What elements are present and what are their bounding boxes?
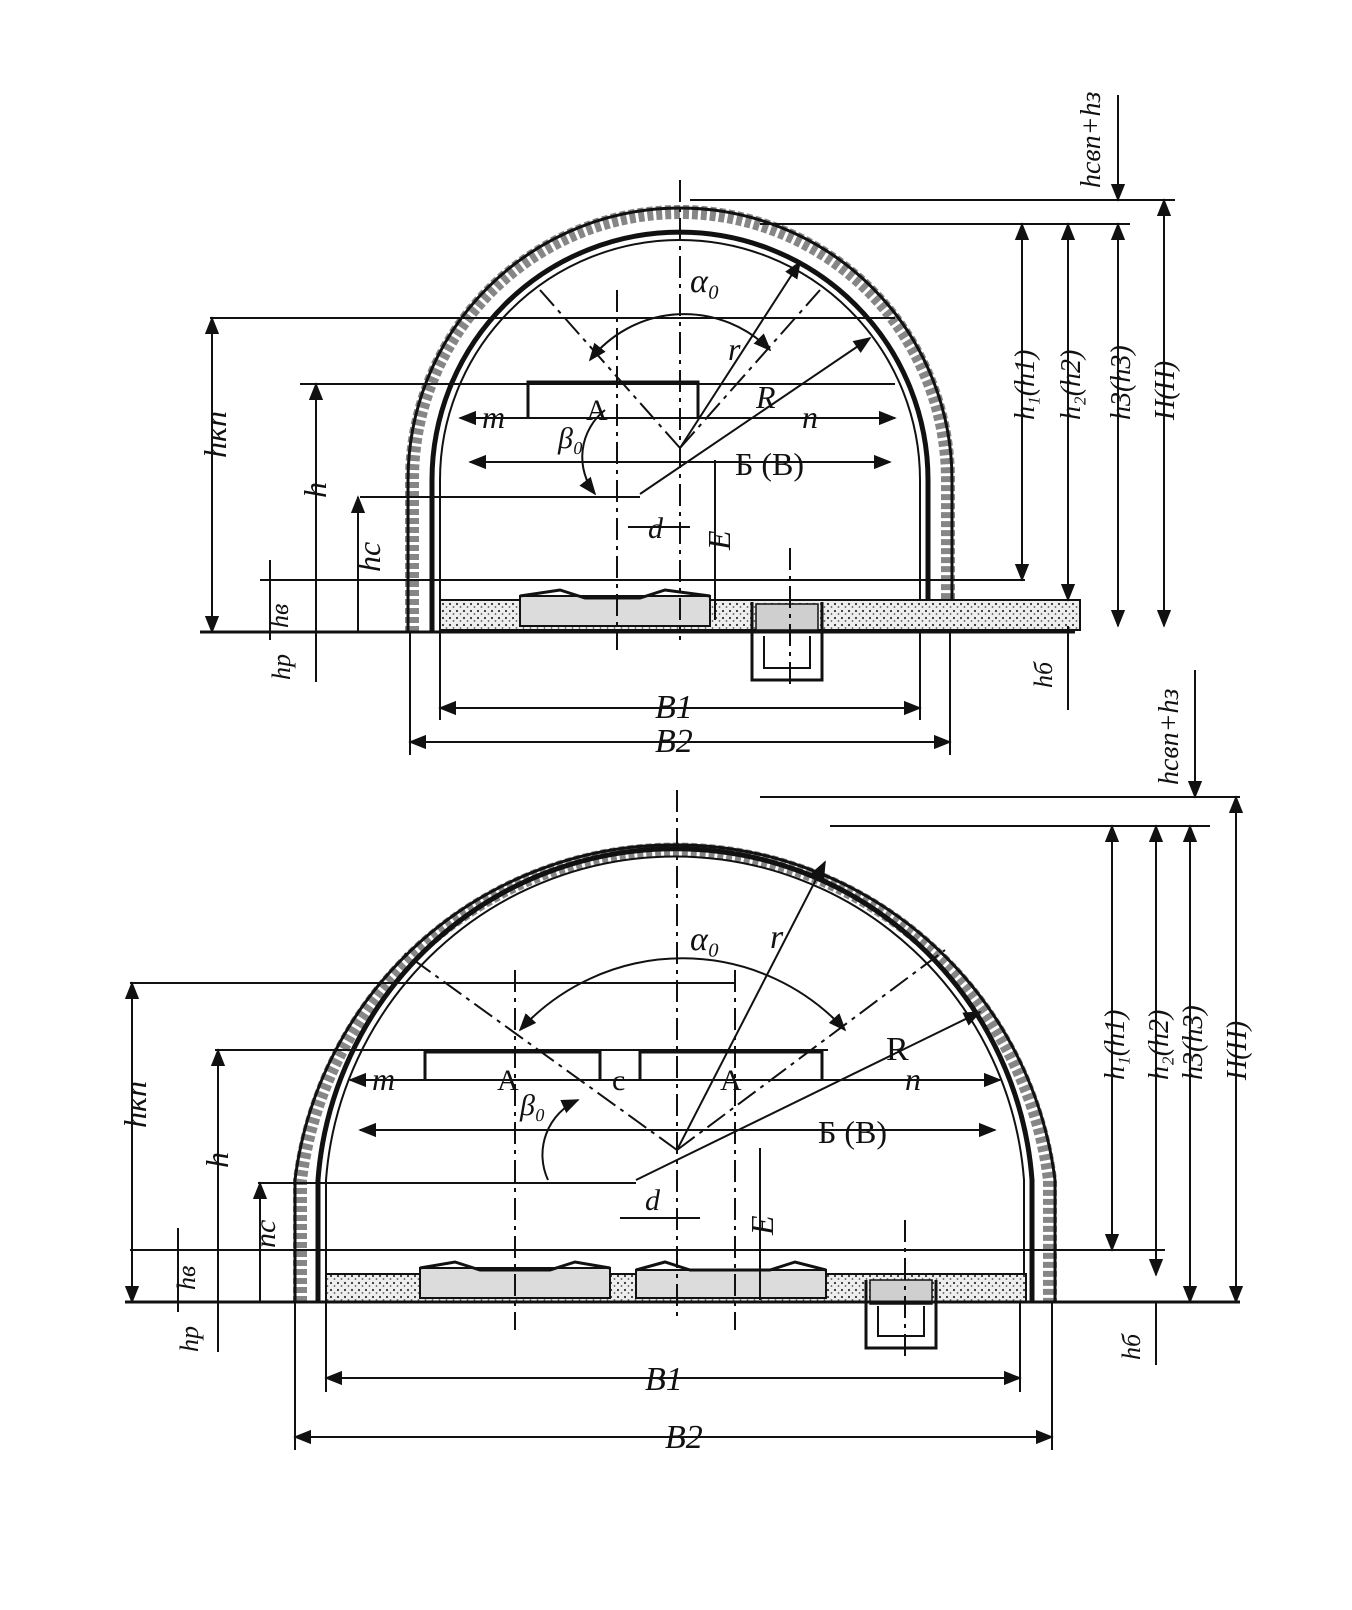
top-n-label: n xyxy=(802,399,818,435)
bottom-A1-label: A xyxy=(497,1064,519,1097)
bottom-B-label: Б (B) xyxy=(818,1114,887,1150)
top-B2-label: B2 xyxy=(655,723,693,760)
top-drain-outer xyxy=(750,602,824,682)
bottom-m-label: m xyxy=(372,1061,395,1097)
bottom-h2-label: h₂(h2) xyxy=(1144,1010,1175,1080)
top-rail-profile xyxy=(519,588,711,600)
bottom-rail-profile-1 xyxy=(419,1260,611,1272)
top-alpha-arc xyxy=(588,313,772,362)
top-drain-cover xyxy=(755,603,819,631)
bottom-r-label: r xyxy=(770,919,784,956)
top-drain-inner xyxy=(763,636,811,669)
bottom-d-label: d xyxy=(645,1184,661,1217)
top-hb-label: hб xyxy=(1029,661,1058,688)
bottom-h1-label: h₁(h1) xyxy=(1100,1010,1131,1080)
bottom-vehicle-outline-2 xyxy=(638,1050,824,1080)
top-h-label: h xyxy=(297,482,333,498)
bottom-beta-label: β₀ xyxy=(519,1089,545,1122)
top-hc-label: hc xyxy=(351,542,387,572)
bottom-A2-label: A xyxy=(720,1064,742,1097)
bottom-h-label: h xyxy=(199,1152,235,1168)
bottom-E-label: E xyxy=(744,1215,780,1236)
top-hr-label: hр xyxy=(267,654,296,680)
top-m-label: m xyxy=(482,399,505,435)
bottom-inner-arch xyxy=(315,846,1035,1302)
top-inner-arch-2 xyxy=(439,239,921,632)
bottom-inner-arch-2 xyxy=(325,855,1025,1302)
top-beta-label: β₀ xyxy=(557,422,583,455)
bottom-radius-R xyxy=(635,1011,982,1181)
top-d-label: d xyxy=(648,512,664,545)
bottom-alpha-label: α₀ xyxy=(690,921,720,958)
top-alpha-label: α₀ xyxy=(690,263,720,300)
bottom-hkp-label: hкп xyxy=(117,1081,153,1128)
top-angle-ray-left xyxy=(539,289,681,449)
bottom-B2-label: B2 xyxy=(665,1419,703,1456)
top-hv-label: hв xyxy=(265,604,294,628)
bottom-drain-cover xyxy=(869,1279,933,1305)
top-E-label: E xyxy=(701,530,737,551)
bottom-H-label: H(H) xyxy=(1222,1021,1253,1081)
bottom-hv-label: hв xyxy=(172,1266,201,1290)
bottom-nc-label: nc xyxy=(249,1220,282,1248)
top-A-label: A xyxy=(586,394,608,427)
bottom-hb-label: hб xyxy=(1117,1333,1146,1360)
top-track-sleeper xyxy=(519,595,711,627)
top-H-label: H(H) xyxy=(1150,361,1181,421)
bottom-hr-label: hр xyxy=(175,1326,204,1352)
top-B1-label: B1 xyxy=(655,689,693,726)
bottom-alpha-arc xyxy=(518,957,847,1032)
top-vehicle-outline xyxy=(526,380,700,418)
bottom-n-label: n xyxy=(905,1061,921,1097)
bottom-radius-r xyxy=(676,860,826,1151)
bottom-track-sleeper-2 xyxy=(635,1269,827,1299)
bottom-h3-label: h3(h3) xyxy=(1178,1005,1209,1080)
bottom-drain-outer xyxy=(864,1280,938,1350)
bottom-outer-contour xyxy=(293,843,1057,1302)
top-section: α₀ β₀ r R m A n Б (B) d E hc h hкп hв hр… xyxy=(197,92,1181,760)
top-h1-label: h₁(h1) xyxy=(1010,350,1041,420)
bottom-rail-profile-2 xyxy=(635,1260,827,1272)
bottom-R-label: R xyxy=(886,1031,909,1068)
top-hsvp-label: hсвп+hз xyxy=(1076,92,1107,188)
top-h2-label: h₂(h2) xyxy=(1056,350,1087,420)
top-B-label: Б (B) xyxy=(735,446,804,482)
top-r-label: r xyxy=(728,331,741,367)
bottom-vehicle-outline-1 xyxy=(423,1050,602,1080)
top-R-label: R xyxy=(755,379,776,415)
bottom-c-label: c xyxy=(612,1064,625,1097)
bottom-section: α₀ β₀ r R m A c A n Б (B) d E nc h hкп h… xyxy=(117,670,1253,1456)
top-hkp-label: hкп xyxy=(197,411,233,458)
top-h3-label: h3(h3) xyxy=(1106,345,1137,420)
bottom-drain-inner xyxy=(877,1306,925,1337)
top-angle-ray-right xyxy=(679,289,821,449)
bottom-hsvp-label: hсвп+hз xyxy=(1154,689,1185,785)
bottom-beta-arc xyxy=(541,1099,580,1181)
bottom-B1-label: B1 xyxy=(645,1361,683,1398)
bottom-outer-lining xyxy=(293,842,1057,1302)
